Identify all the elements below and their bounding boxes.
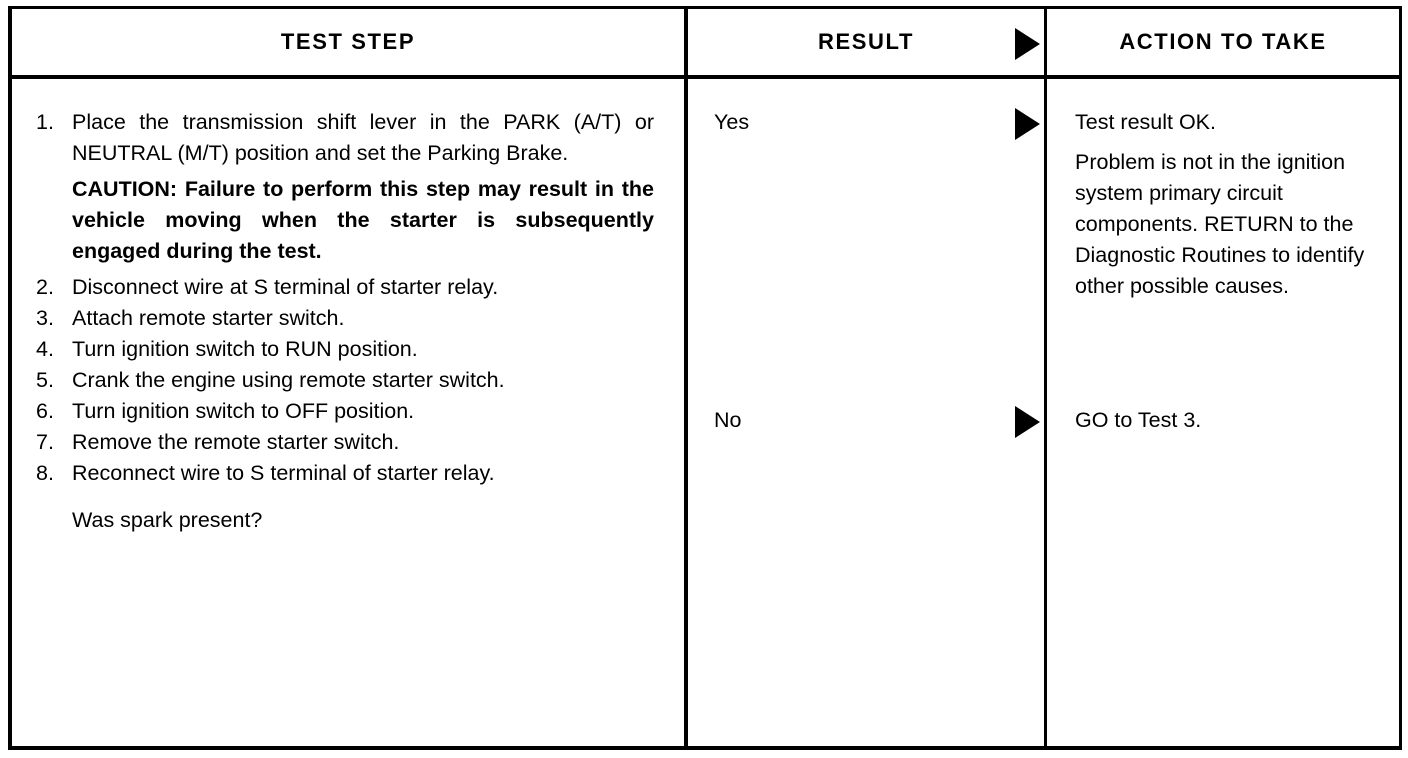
step-number-5: 5. xyxy=(36,368,54,392)
step-number-7: 7. xyxy=(36,430,54,454)
column-divider-result-action xyxy=(1044,9,1047,746)
step-text-1: Place the transmission shift lever in th… xyxy=(72,110,654,165)
header-label-result: RESULT xyxy=(818,29,914,54)
action-for-yes: Test result OK. Problem is not in the ig… xyxy=(1075,107,1385,302)
list-item-step-5: 5. Crank the engine using remote starter… xyxy=(36,365,654,396)
step-text-7: Remove the remote starter switch. xyxy=(72,430,400,454)
diagnostic-table: TEST STEP RESULT ACTION TO TAKE 1. Place… xyxy=(8,6,1402,750)
caution-note: CAUTION: Failure to perform this step ma… xyxy=(72,177,654,263)
step-number-1: 1. xyxy=(36,110,54,134)
table-header-row: TEST STEP RESULT ACTION TO TAKE xyxy=(12,9,1399,75)
step-text-4: Turn ignition switch to RUN position. xyxy=(72,337,418,361)
body-cell-action-to-take: Test result OK. Problem is not in the ig… xyxy=(1047,79,1399,746)
action-yes-line-2: Problem is not in the ignition system pr… xyxy=(1075,150,1365,298)
result-option-yes: Yes xyxy=(714,110,750,134)
triangle-right-icon-yes-row xyxy=(1015,108,1040,140)
list-item-step-2: 2. Disconnect wire at S terminal of star… xyxy=(36,272,654,303)
closing-question: Was spark present? xyxy=(72,508,263,532)
list-item-step-6: 6. Turn ignition switch to OFF position. xyxy=(36,396,654,427)
action-yes-line-1: Test result OK. xyxy=(1075,110,1216,134)
result-list: Yes No xyxy=(688,79,1044,432)
header-separator-rule xyxy=(12,75,1399,79)
result-option-no: No xyxy=(714,408,742,432)
step-number-2: 2. xyxy=(36,275,54,299)
list-item-step-8: 8. Reconnect wire to S terminal of start… xyxy=(36,458,654,489)
step-text-2: Disconnect wire at S terminal of starter… xyxy=(72,275,499,299)
list-item-step-4: 4. Turn ignition switch to RUN position. xyxy=(36,334,654,365)
header-cell-result: RESULT xyxy=(688,9,1044,75)
header-cell-action-to-take: ACTION TO TAKE xyxy=(1047,9,1399,75)
step-text-8: Reconnect wire to S terminal of starter … xyxy=(72,461,495,485)
step-text-5: Crank the engine using remote starter sw… xyxy=(72,368,505,392)
step-text-3: Attach remote starter switch. xyxy=(72,306,345,330)
triangle-right-icon xyxy=(1015,28,1040,60)
body-cell-result: Yes No xyxy=(688,79,1044,746)
body-cell-test-step: 1. Place the transmission shift lever in… xyxy=(12,79,684,746)
list-item-step-1: 1. Place the transmission shift lever in… xyxy=(36,107,654,169)
list-item-step-7: 7. Remove the remote starter switch. xyxy=(36,427,654,458)
step-number-8: 8. xyxy=(36,461,54,485)
triangle-right-icon-no-row xyxy=(1015,406,1040,438)
header-label-test-step: TEST STEP xyxy=(280,29,416,54)
header-label-action-to-take: ACTION TO TAKE xyxy=(1119,29,1327,54)
step-number-4: 4. xyxy=(36,337,54,361)
action-list: Test result OK. Problem is not in the ig… xyxy=(1047,79,1399,432)
step-number-6: 6. xyxy=(36,399,54,423)
header-cell-test-step: TEST STEP xyxy=(12,9,684,75)
step-text-6: Turn ignition switch to OFF position. xyxy=(72,399,415,423)
action-no-line-1: GO to Test 3. xyxy=(1075,408,1202,432)
step-number-3: 3. xyxy=(36,306,54,330)
test-step-list: 1. Place the transmission shift lever in… xyxy=(12,79,684,536)
action-for-no: GO to Test 3. xyxy=(1075,405,1385,436)
column-divider-step-result xyxy=(684,9,688,746)
list-item-step-3: 3. Attach remote starter switch. xyxy=(36,303,654,334)
